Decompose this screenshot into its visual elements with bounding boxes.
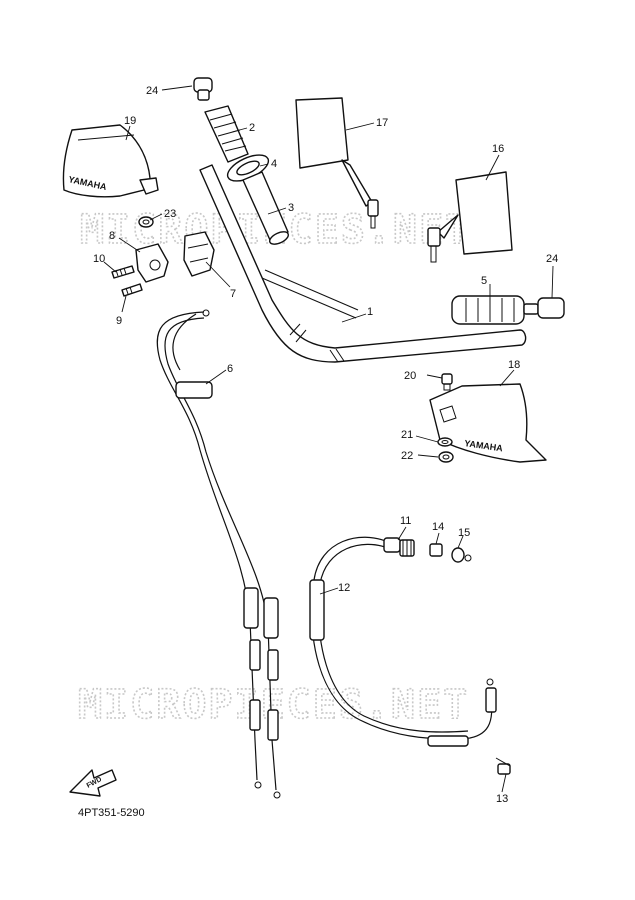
callout-24-right: 24 — [546, 253, 558, 265]
part-washer-15 — [451, 547, 472, 563]
part-hand-guard-right: YAMAHA — [429, 383, 547, 463]
part-grip-left — [451, 295, 525, 325]
part-screw-9 — [121, 283, 143, 297]
part-bolt-13 — [495, 757, 511, 775]
part-holder-8 — [135, 243, 169, 283]
callout-2: 2 — [249, 122, 255, 134]
callout-24-top: 24 — [146, 85, 158, 97]
part-throttle-grip — [204, 105, 249, 163]
callout-5: 5 — [481, 275, 487, 287]
part-clutch-cable — [309, 536, 497, 747]
part-nut-22 — [438, 451, 454, 463]
part-throttle-cables — [156, 309, 281, 799]
part-screw-10 — [111, 265, 135, 279]
callout-20: 20 — [404, 370, 416, 382]
callout-22: 22 — [401, 450, 413, 462]
part-bolt-20 — [441, 373, 453, 391]
part-hand-guard-left: YAMAHA — [62, 124, 159, 198]
callout-1: 1 — [367, 306, 373, 318]
part-handlebar — [199, 164, 527, 363]
part-washer-21 — [437, 437, 453, 447]
callout-15: 15 — [458, 527, 470, 539]
part-throttle-tube — [242, 171, 290, 245]
part-nut-23 — [138, 216, 154, 228]
part-bar-end-right — [523, 297, 565, 319]
callout-12: 12 — [338, 582, 350, 594]
callout-8: 8 — [109, 230, 115, 242]
callout-6: 6 — [227, 363, 233, 375]
callout-9: 9 — [116, 315, 122, 327]
part-bar-end-top — [193, 77, 213, 101]
callout-3: 3 — [288, 202, 294, 214]
callout-21: 21 — [401, 429, 413, 441]
callout-17: 17 — [376, 117, 388, 129]
callout-numbers: 24 2 4 3 19 23 8 10 9 7 17 16 1 5 24 6 2… — [93, 85, 558, 805]
diagram-code: 4PT351-5290 — [78, 807, 145, 819]
part-nut-14 — [429, 543, 443, 557]
callout-13: 13 — [496, 793, 508, 805]
part-mirror-right — [427, 171, 513, 263]
callout-19: 19 — [124, 115, 136, 127]
callout-4: 4 — [271, 158, 277, 170]
callout-23: 23 — [164, 208, 176, 220]
part-mirror-left — [295, 97, 379, 229]
callout-14: 14 — [432, 521, 444, 533]
callout-10: 10 — [93, 253, 105, 265]
callout-11: 11 — [400, 515, 411, 527]
callout-7: 7 — [230, 288, 236, 300]
callout-16: 16 — [492, 143, 504, 155]
part-holder-7 — [183, 231, 215, 277]
part-cable-adjuster — [383, 537, 415, 557]
leader-lines — [103, 85, 554, 793]
fwd-arrow-icon: FWD — [69, 769, 117, 797]
callout-18: 18 — [508, 359, 520, 371]
